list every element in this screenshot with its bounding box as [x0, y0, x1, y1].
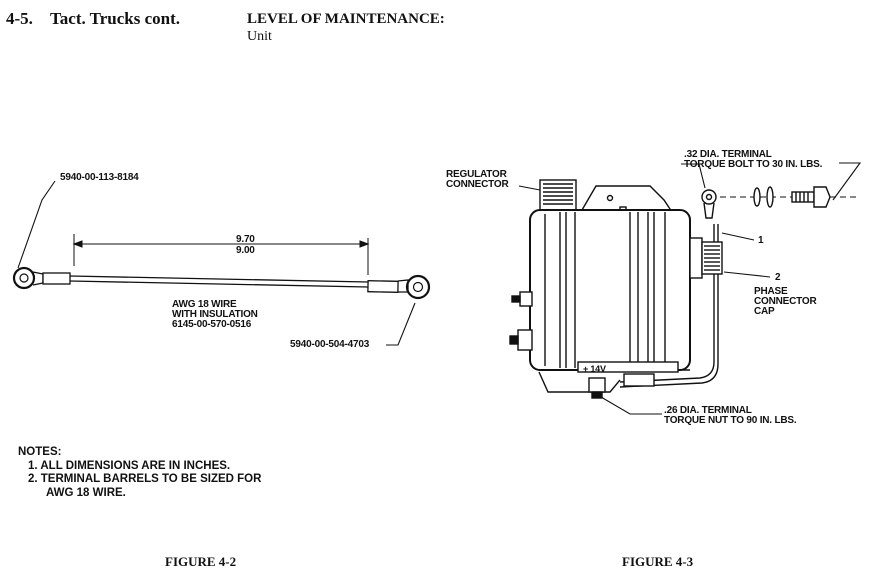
terminal-26-label-line2: TORQUE NUT TO 90 IN. LBS.: [664, 415, 797, 426]
regulator-connector-label-line2: CONNECTOR: [446, 179, 509, 190]
note-item-1: 1. ALL DIMENSIONS ARE IN INCHES.: [28, 459, 231, 472]
notes-block: NOTES: 1. ALL DIMENSIONS ARE IN INCHES. …: [18, 446, 261, 500]
maintenance-level-value: Unit: [247, 29, 272, 44]
dimension-max: 9.70: [236, 234, 255, 245]
part-leaders: [17, 180, 416, 346]
wire: [69, 275, 369, 288]
regulator-connector: [518, 179, 577, 211]
right-ring-terminal: [367, 274, 431, 300]
phase-connector-cap-line2: CONNECTOR: [754, 296, 817, 307]
figure-4-2-caption: FIGURE 4-2: [165, 554, 237, 569]
section-number: 4-5.: [6, 9, 33, 28]
dimension-line: [72, 234, 370, 275]
dimension-min: 9.00: [236, 245, 255, 256]
wire-spec-line3: 6145-00-570-0516: [172, 319, 252, 330]
phase-connector-cap-line1: PHASE: [754, 286, 788, 297]
left-ring-terminal: [12, 266, 71, 290]
wire-spec-line2: WITH INSULATION: [172, 309, 258, 320]
exploded-bolt-assembly: [701, 186, 860, 219]
wire-spec-line1: AWG 18 WIRE: [172, 299, 237, 310]
phase-connector: [689, 237, 723, 279]
callout-1: 1: [758, 235, 764, 246]
callout-2: 2: [775, 272, 781, 283]
maintenance-level-label: LEVEL OF MAINTENANCE:: [247, 11, 445, 27]
left-terminal-posts: [509, 291, 533, 351]
right-terminal-part-number: 5940-00-504-4703: [290, 339, 370, 350]
terminal-32-label-line2: TORQUE BOLT TO 30 IN. LBS.: [684, 159, 823, 170]
section-title: Tact. Trucks cont.: [50, 9, 181, 28]
phase-connector-cap-line3: CAP: [754, 306, 775, 317]
left-terminal-part-number: 5940-00-113-8184: [60, 172, 139, 183]
regulator-connector-label-line1: REGULATOR: [446, 169, 507, 180]
notes-heading: NOTES:: [18, 446, 62, 458]
note-item-2-continued: AWG 18 WIRE.: [46, 486, 126, 499]
figure-4-3-caption: FIGURE 4-3: [622, 554, 694, 569]
bottom-terminal-nut: [588, 377, 606, 399]
terminal-26-label-line1: .26 DIA. TERMINAL: [664, 405, 752, 416]
voltage-marking: + 14V: [583, 364, 606, 374]
terminal-32-label-line1: .32 DIA. TERMINAL: [684, 149, 772, 160]
phase-cable: [619, 224, 719, 388]
figure-4-3-leaders: [600, 162, 862, 415]
alternator-body: [529, 209, 691, 373]
note-item-2: 2. TERMINAL BARRELS TO BE SIZED FOR: [28, 473, 262, 485]
